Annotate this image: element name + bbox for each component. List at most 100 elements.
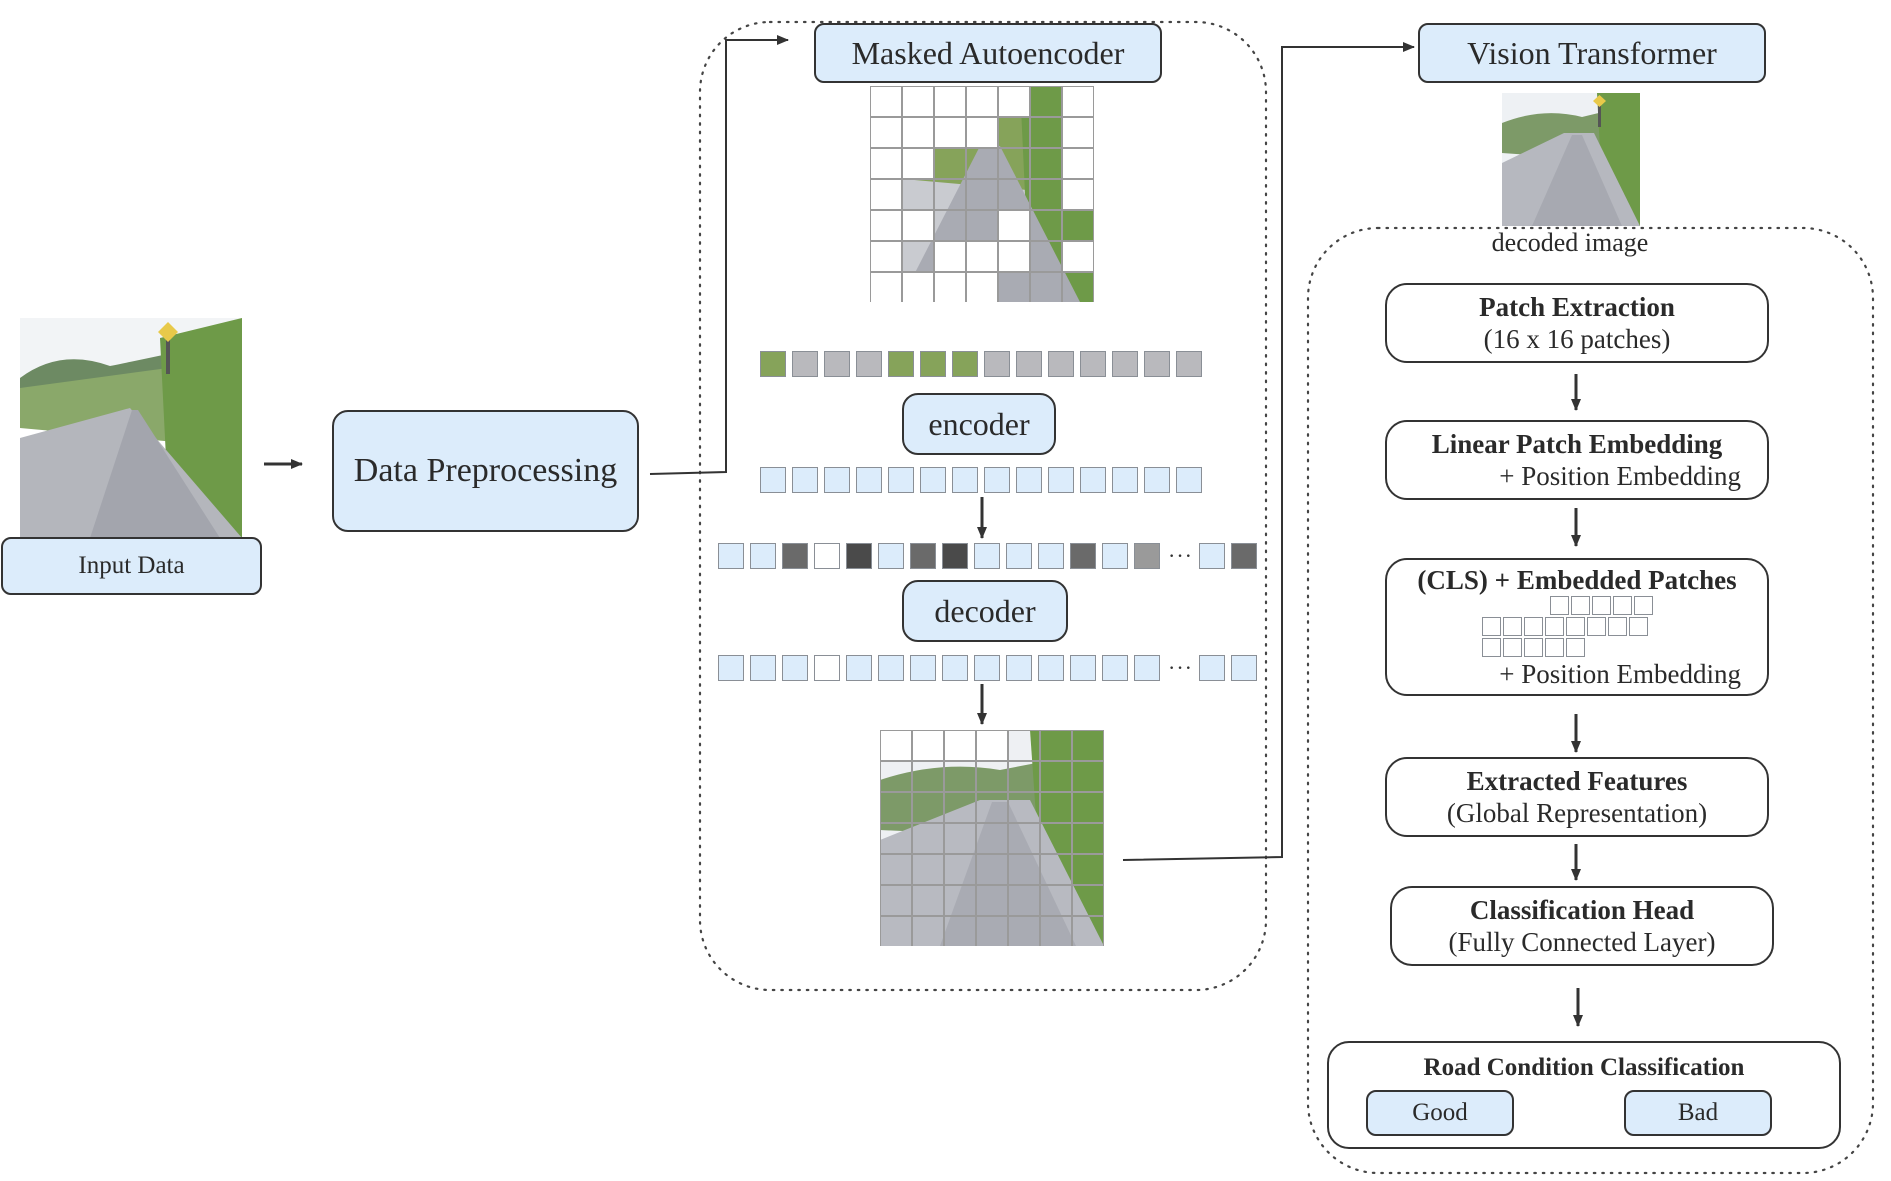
vit-title: Vision Transformer (1467, 34, 1717, 71)
patch-cell (902, 117, 934, 148)
patch-token (760, 351, 786, 377)
class-good-label: Good (1412, 1099, 1468, 1126)
classification-head-title: Classification Head (1469, 894, 1695, 925)
mask-token (910, 543, 936, 569)
patch-cell (1062, 117, 1094, 148)
patch-token (1176, 351, 1202, 377)
decoded-token (718, 655, 744, 681)
patch-cell (880, 916, 912, 946)
patch-cell (912, 885, 944, 916)
mae-title: Masked Autoencoder (851, 34, 1125, 71)
patch-cell (1030, 117, 1062, 148)
token (878, 543, 904, 569)
patch-cell (976, 730, 1008, 761)
encoded-token (984, 467, 1010, 493)
patch-cell (912, 730, 944, 761)
patch-cell (902, 179, 934, 210)
reconstructed-image (880, 730, 1104, 946)
patch-token (1613, 596, 1632, 616)
patch-cell (944, 885, 976, 916)
reconstructed-patch-grid (880, 730, 1104, 946)
token (974, 543, 1000, 569)
vit-title-box: Vision Transformer (1418, 23, 1766, 83)
mask-token (1230, 543, 1257, 569)
patch-cell (880, 792, 912, 823)
patch-cell (934, 148, 966, 179)
patch-token-row (1482, 638, 1587, 658)
masked-input-patch-grid (870, 86, 1094, 302)
patch-cell (934, 210, 966, 241)
patch-cell (912, 792, 944, 823)
patch-cell (880, 885, 912, 916)
decoded-token (1070, 655, 1096, 681)
decoded-token (942, 655, 968, 681)
patch-token (792, 351, 818, 377)
linear-patch-embedding-box: Linear Patch Embedding + Position Embedd… (1385, 420, 1769, 500)
decoded-token (1038, 655, 1064, 681)
token (718, 543, 744, 569)
decoded-token (910, 655, 936, 681)
class-good-badge: Good (1366, 1090, 1514, 1136)
encoded-token (760, 467, 786, 493)
data-preprocessing-label: Data Preprocessing (353, 451, 618, 489)
encoded-token (1080, 467, 1106, 493)
mask-token-sequence: ··· (718, 543, 1263, 569)
patch-token (1634, 596, 1653, 616)
patch-token (1550, 596, 1569, 616)
decoded-token (782, 655, 808, 681)
linear-patch-embedding-title: Linear Patch Embedding (1431, 428, 1723, 459)
decoder-box: decoder (902, 580, 1068, 642)
patch-token (824, 351, 850, 377)
patch-token (1016, 351, 1042, 377)
patch-cell (1008, 854, 1040, 885)
patch-token (952, 351, 978, 377)
patch-token (1571, 596, 1590, 616)
decoded-token (1134, 655, 1160, 681)
patch-token (1587, 617, 1606, 637)
patch-token (1524, 617, 1543, 637)
patch-token (920, 351, 946, 377)
token (1006, 543, 1032, 569)
patch-token (1482, 638, 1501, 658)
token (1198, 543, 1225, 569)
patch-cell (1072, 730, 1104, 761)
embedded-patches-box: (CLS) + Embedded Patches + Position Embe… (1385, 558, 1769, 696)
patch-cell (1062, 179, 1094, 210)
patch-extraction-title: Patch Extraction (1479, 291, 1675, 322)
patch-cell (944, 854, 976, 885)
patch-cell (1072, 916, 1104, 946)
masked-input-image (870, 86, 1094, 302)
patch-cell (870, 210, 902, 241)
class-bad-label: Bad (1677, 1099, 1719, 1126)
patch-cell (966, 272, 998, 302)
mask-token (846, 543, 872, 569)
patch-cell (998, 272, 1030, 302)
patch-cell (1008, 730, 1040, 761)
mask-token (782, 543, 808, 569)
patch-cell (998, 117, 1030, 148)
patch-cell (1072, 854, 1104, 885)
mask-token (942, 543, 968, 569)
input-data-box: Input Data (1, 537, 262, 595)
patch-cell (1008, 885, 1040, 916)
patch-token (1608, 617, 1627, 637)
patch-cell (1062, 148, 1094, 179)
patch-cell (934, 241, 966, 272)
patch-token (1592, 596, 1611, 616)
decoded-token (1198, 655, 1225, 681)
patch-cell (902, 148, 934, 179)
extracted-features-subtitle: (Global Representation) (1446, 798, 1708, 828)
classification-head-subtitle: (Fully Connected Layer) (1448, 927, 1716, 957)
decoded-token (846, 655, 872, 681)
patch-cell (966, 210, 998, 241)
sequence-ellipsis: ··· (1168, 543, 1193, 568)
encoded-token (792, 467, 818, 493)
linear-patch-embedding-subtitle: + Position Embedding (1499, 461, 1741, 491)
patch-token (1524, 638, 1543, 658)
encoded-token (952, 467, 978, 493)
encoder-label: encoder (928, 405, 1030, 442)
decoded-image (1502, 93, 1640, 226)
patch-cell (1040, 761, 1072, 792)
extracted-features-box: Extracted Features (Global Representatio… (1385, 757, 1769, 837)
